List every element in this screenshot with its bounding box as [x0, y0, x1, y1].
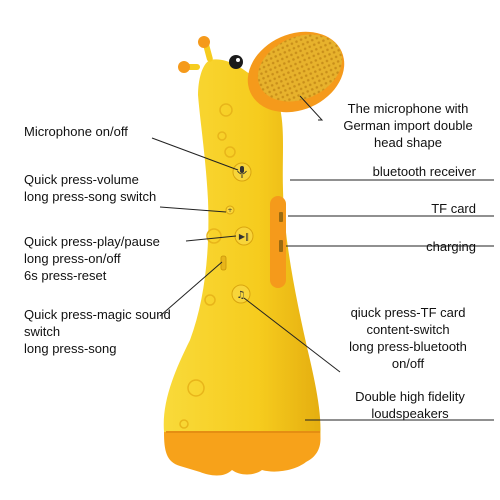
label-play: Quick press-play/pause long press-on/off… [24, 234, 160, 283]
volume-button[interactable]: + [225, 205, 235, 215]
label-bluetooth: bluetooth receiver [372, 164, 476, 179]
orange-base [164, 432, 321, 476]
microphone-body [163, 59, 321, 440]
label-speakers: Double high fidelity loudspeakers [355, 389, 465, 421]
label-magic: Quick press-magic sound switch long pres… [24, 307, 171, 356]
label-charging: charging [426, 239, 476, 254]
mic-button[interactable] [232, 162, 252, 182]
tf-card-slot-icon[interactable] [279, 212, 283, 222]
label-volume: Quick press-volume long press-song switc… [24, 172, 157, 204]
leader-mic-head [299, 95, 324, 121]
charging-port-icon[interactable] [279, 240, 283, 252]
magic-sound-icon: ♫ [237, 290, 246, 301]
play-pause-icon: ▶‖ [239, 232, 249, 241]
body-spots [179, 103, 236, 429]
leader-tf-switch [243, 297, 341, 373]
eye-icon [229, 55, 243, 69]
label-mic-onoff: Microphone on/off [24, 124, 128, 139]
label-tf-switch: qiuck press-TF card content-switch long … [349, 305, 467, 371]
leader-volume [159, 206, 227, 213]
mic-head [247, 31, 345, 113]
leader-play [185, 235, 237, 242]
leader-mic-onoff [151, 137, 239, 171]
volume-icon: + [227, 207, 232, 214]
horn-icon [178, 36, 213, 73]
leader-magic [159, 261, 223, 317]
magic-sound-button[interactable]: ♫ [231, 284, 251, 304]
label-mic-head: The microphone with German import double… [343, 101, 473, 150]
label-tf: TF card [431, 201, 476, 216]
mic-icon [237, 166, 247, 178]
